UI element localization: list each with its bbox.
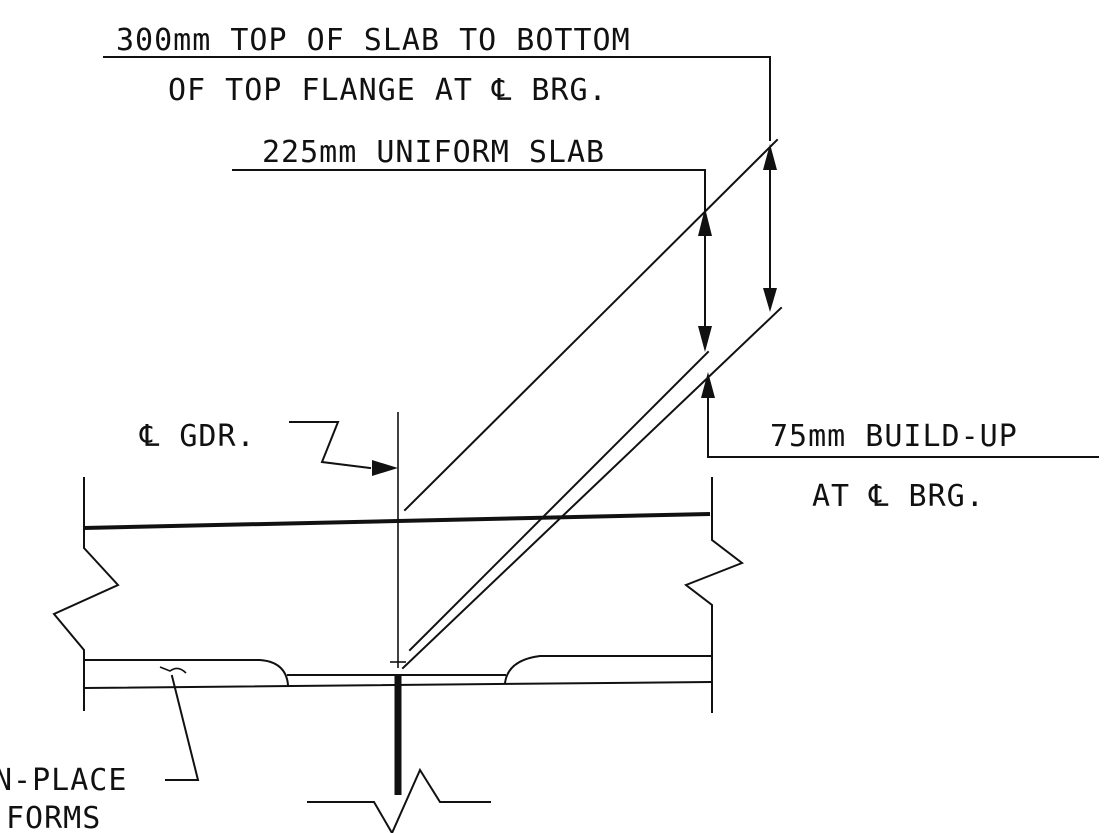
buildup-leader: [701, 372, 1099, 458]
slab-top-line: [83, 512, 711, 530]
stay-in-place-forms: [83, 655, 713, 687]
left-break-line: [52, 477, 120, 711]
right-break-line: [683, 477, 745, 713]
forms-label-line1: N-PLACE: [0, 763, 127, 798]
top-dimension-arrows: [763, 144, 777, 312]
top-dimension-label-line1: 300mm TOP OF SLAB TO BOTTOM: [116, 23, 631, 58]
bottom-break-line: [307, 767, 491, 833]
centerline-girder-label: ℄ GDR.: [139, 419, 256, 454]
centerline-girder-leader: [289, 421, 398, 476]
uniform-slab-label: 225mm UNIFORM SLAB: [262, 135, 605, 170]
top-dimension-leader: [103, 56, 771, 141]
uniform-slab-leader: [232, 169, 706, 216]
buildup-label-line2: AT ℄ BRG.: [812, 479, 985, 514]
uniform-slab-arrows: [698, 208, 712, 352]
buildup-label-line1: 75mm BUILD-UP: [770, 419, 1018, 454]
top-dimension-label-line2: OF TOP FLANGE AT ℄ BRG.: [168, 73, 608, 108]
forms-label-line2: FORMS: [6, 801, 101, 833]
skewed-slab-lines: [401, 138, 783, 670]
forms-leader: [165, 674, 200, 781]
